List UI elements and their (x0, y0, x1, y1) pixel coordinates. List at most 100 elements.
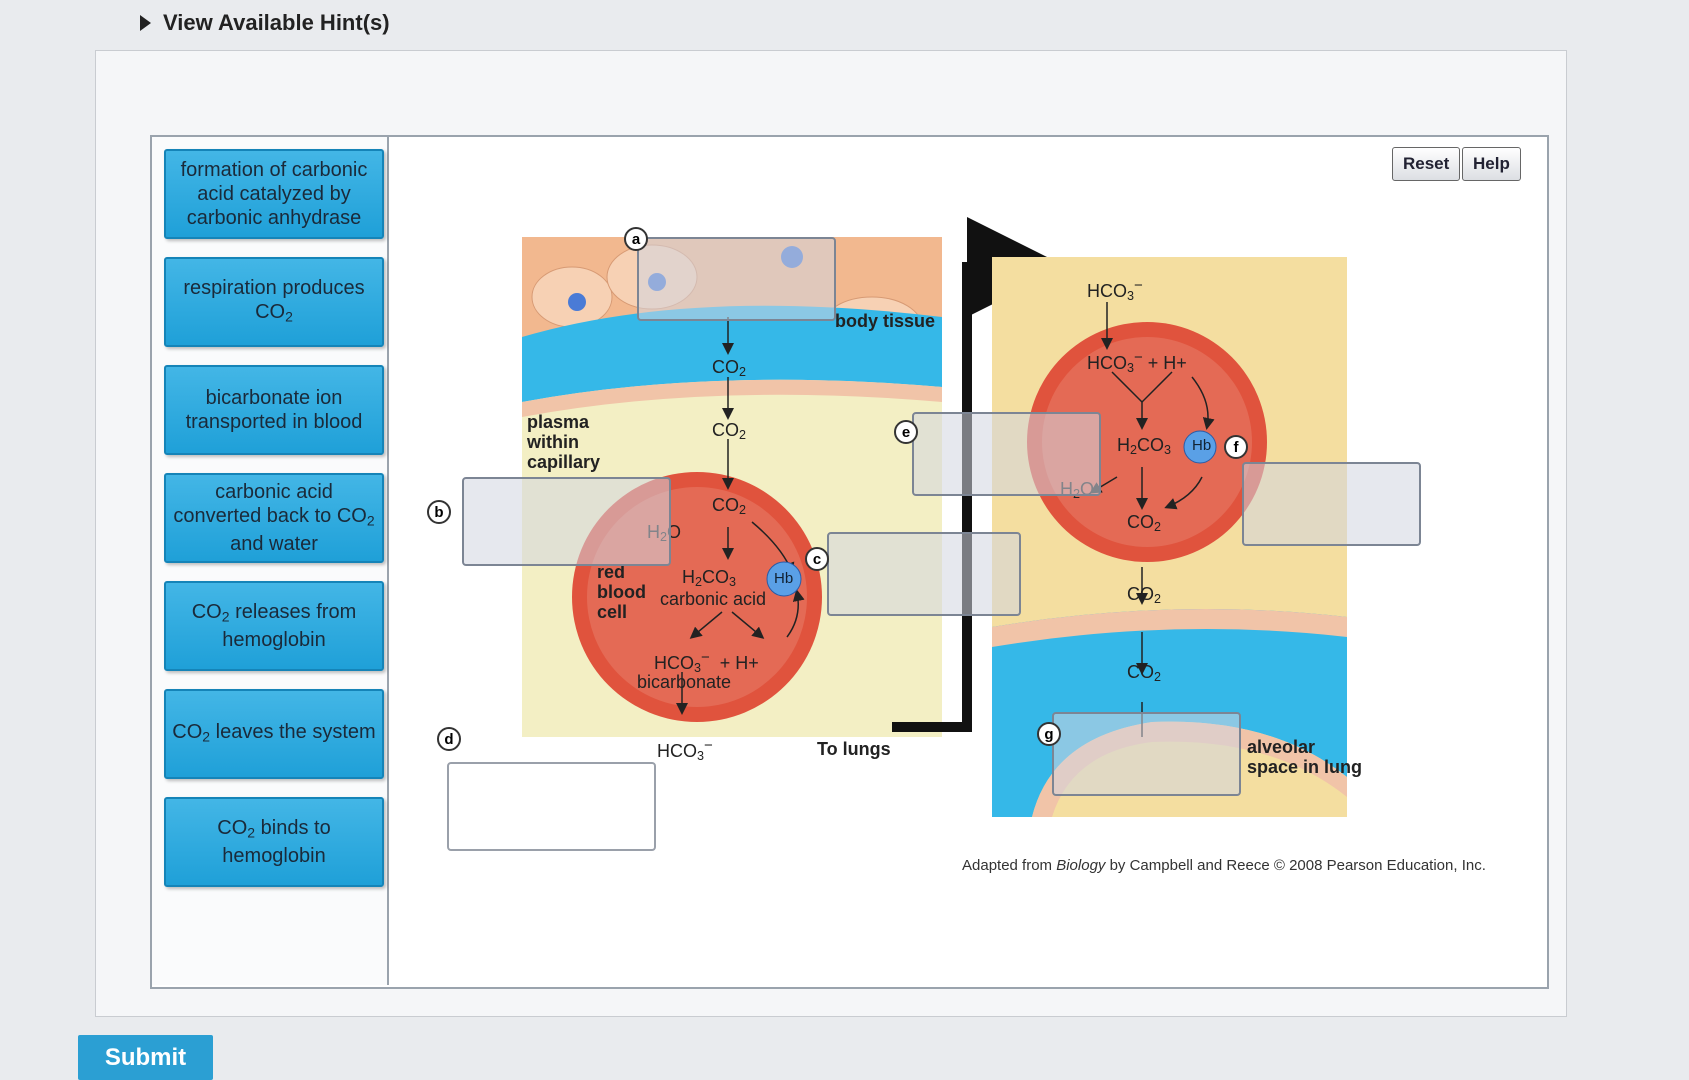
sub-2: 2 (1154, 592, 1162, 607)
sub-3: 3 (697, 749, 705, 764)
chem-h: H (1117, 435, 1130, 455)
sub-3: 3 (694, 661, 702, 676)
drop-target-a[interactable] (637, 237, 836, 321)
marker-f: f (1224, 435, 1248, 459)
label-carbonic-acid-converted[interactable]: carbonic acid converted back to CO2 and … (164, 473, 384, 563)
chem-hco: HCO (1087, 353, 1127, 373)
label-text: carbonic acid converted back to CO2 and … (172, 480, 376, 557)
to-lungs-label: To lungs (817, 739, 891, 759)
label-text-post: leaves the system (210, 720, 376, 743)
label-text: CO2 leaves the system (172, 720, 375, 749)
hint-label: View Available Hint(s) (163, 10, 390, 35)
sup-minus: − (1134, 277, 1143, 294)
label-chem: CO (191, 600, 222, 623)
label-text-post: and water (230, 533, 318, 556)
sub-2: 2 (739, 503, 747, 518)
sub-2: 2 (739, 365, 747, 380)
drop-target-e[interactable] (912, 412, 1101, 496)
co2-right-1: CO2 (1127, 512, 1161, 534)
label-sub: 2 (247, 824, 256, 841)
alveolar-label: alveolar space in lung (1247, 737, 1363, 777)
h2co3-text-right: H2CO3 (1117, 435, 1171, 457)
credit-prefix: Adapted from (962, 857, 1057, 874)
label-text-pre: respiration produces (183, 276, 365, 299)
label-carbonic-acid-formation[interactable]: formation of carbonic acid catalyzed by … (164, 149, 384, 239)
marker-c: c (805, 547, 829, 571)
view-hints-toggle[interactable]: View Available Hint(s) (140, 10, 390, 36)
chem-hco: HCO (657, 741, 697, 761)
plus-h: + H+ (719, 653, 759, 673)
label-sub: 2 (285, 308, 293, 325)
label-text: CO2 binds to hemoglobin (172, 816, 376, 869)
label-chem: CO (172, 720, 203, 743)
sub-3: 3 (1127, 289, 1135, 304)
help-button[interactable]: Help (1462, 147, 1521, 181)
hco3-hplus-left: HCO3− + H+ (654, 649, 759, 675)
sup-minus: − (701, 649, 710, 666)
chem-co: CO (1137, 435, 1165, 455)
co2-text-2: CO2 (712, 420, 746, 442)
sup-minus: − (704, 737, 713, 754)
h2co3-text-left: H2CO3 (682, 567, 736, 589)
body-tissue-label: body tissue (835, 311, 936, 331)
carbonic-acid-label: carbonic acid (660, 589, 767, 609)
hco3-hplus-right: HCO3− + H+ (1087, 349, 1187, 375)
sub-2: 2 (739, 428, 747, 443)
label-text: respiration produces CO2 (183, 276, 364, 329)
drop-target-g[interactable] (1052, 712, 1241, 796)
triangle-right-icon (140, 15, 151, 31)
label-co2-releases-from-hemoglobin[interactable]: CO2 releases from hemoglobin (164, 581, 384, 671)
chem-co: CO (712, 420, 739, 440)
label-sub: 2 (366, 512, 375, 529)
hco3-bottom-left: HCO3− (657, 737, 713, 763)
label-chem: CO (255, 300, 286, 323)
drop-target-b[interactable] (462, 477, 671, 566)
label-text: formation of carbonic acid catalyzed by … (180, 159, 368, 229)
plus-h: + H+ (1147, 353, 1187, 373)
sub-3: 3 (1127, 361, 1135, 376)
co2-text-1: CO2 (712, 357, 746, 379)
labeling-activity: formation of carbonic acid catalyzed by … (150, 135, 1549, 989)
sub-2: 2 (695, 575, 703, 590)
chem-hco: HCO (654, 653, 694, 673)
drop-target-f[interactable] (1242, 462, 1421, 546)
label-co2-binds-hemoglobin[interactable]: CO2 binds to hemoglobin (164, 797, 384, 887)
hemoglobin-icon-left (766, 561, 802, 597)
bicarbonate-label: bicarbonate (637, 672, 732, 692)
red-blood-cell-label: red blood cell (597, 562, 646, 622)
sub-2: 2 (1154, 670, 1162, 685)
label-text: CO2 releases from hemoglobin (172, 600, 376, 653)
marker-d: d (437, 727, 461, 751)
credit-suffix: by Campbell and Reece © 2008 Pearson Edu… (1105, 857, 1486, 874)
chem-co: CO (702, 567, 730, 587)
reset-button[interactable]: Reset (1392, 147, 1461, 181)
chem-co: CO (712, 495, 739, 515)
hb-label-left: Hb (774, 570, 794, 587)
chem-co: CO (1127, 662, 1154, 682)
label-bicarbonate-transported[interactable]: bicarbonate ion transported in blood (164, 365, 384, 455)
label-text-post: binds to hemoglobin (222, 816, 331, 868)
co2-right-2: CO2 (1127, 584, 1161, 606)
marker-a: a (624, 227, 648, 251)
label-co2-leaves-system[interactable]: CO2 leaves the system (164, 689, 384, 779)
sup-minus: − (1134, 349, 1143, 366)
sub-3: 3 (729, 575, 737, 590)
marker-b: b (427, 500, 451, 524)
credit-book: Biology (1056, 857, 1106, 874)
label-sub: 2 (202, 728, 211, 745)
chem-co: CO (1127, 584, 1154, 604)
chem-co: CO (1127, 512, 1154, 532)
plasma-label: plasma within capillary (527, 412, 601, 472)
chem-hco: HCO (1087, 281, 1127, 301)
chem-h: H (682, 567, 695, 587)
marker-e: e (894, 420, 918, 444)
label-text-pre: carbonic acid converted back to (173, 480, 337, 527)
submit-button[interactable]: Submit (78, 1035, 213, 1080)
drop-target-c[interactable] (827, 532, 1021, 616)
drop-target-d[interactable] (447, 762, 656, 851)
gas-exchange-diagram: body tissue plasma within capillary red … (392, 177, 1542, 977)
label-text: bicarbonate ion transported in blood (185, 387, 363, 433)
hemoglobin-icon-right (1183, 430, 1217, 464)
label-respiration-produces-co2[interactable]: respiration produces CO2 (164, 257, 384, 347)
credit-line: Adapted from Biology by Campbell and Ree… (962, 857, 1486, 874)
